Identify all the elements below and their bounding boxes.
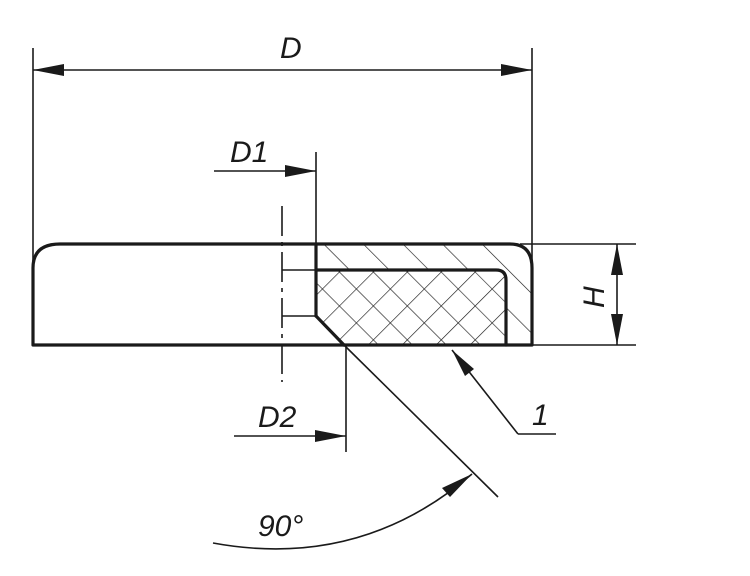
dimension-d1: D1 — [214, 136, 317, 244]
label-d2: D2 — [258, 401, 297, 434]
label-item-1: 1 — [532, 399, 549, 432]
item-leader-1: 1 — [451, 349, 556, 435]
label-d1: D1 — [230, 136, 268, 169]
label-h: H — [578, 286, 611, 308]
dimension-h: H — [520, 243, 636, 346]
dimension-d: D — [32, 32, 533, 268]
label-angle: 90° — [258, 510, 303, 543]
angle-dimension-90: 90° — [212, 344, 499, 550]
dimension-d2: D2 — [234, 345, 347, 452]
label-d: D — [280, 32, 302, 65]
magnet-insert-section — [316, 270, 506, 345]
